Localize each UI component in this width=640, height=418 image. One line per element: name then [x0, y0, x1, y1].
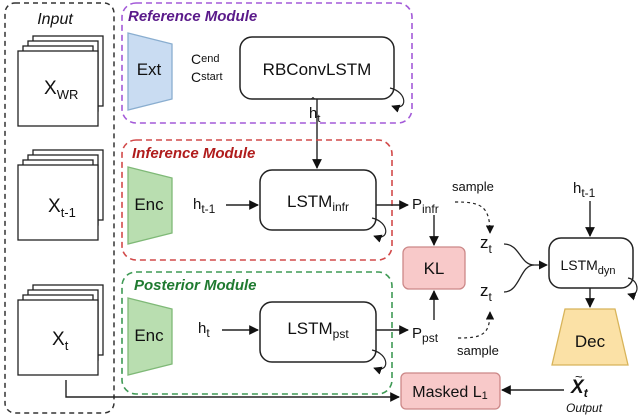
lstm-infr-block: [259, 169, 377, 231]
lstm-dyn-block: [548, 237, 634, 289]
ext-encoder-block: [127, 32, 173, 111]
sample-bottom-label: sample: [457, 343, 499, 358]
posterior-module-title: Posterior Module: [134, 277, 257, 294]
z-top-label: zt: [480, 233, 493, 256]
reference-module-group: [121, 2, 413, 124]
z-top-to-dyn-arrow: [503, 243, 548, 270]
inference-enc-block: [127, 166, 173, 245]
rbconvlstm-label: RBConvLSTM: [263, 60, 372, 79]
output-symbol: Xt: [570, 377, 589, 400]
z-bottom-label: zt: [480, 281, 493, 304]
z-bottom-to-dyn-line: [503, 264, 535, 293]
lstm-dyn-label: LSTMdyn: [560, 257, 615, 277]
posterior-h-label: ht: [198, 320, 210, 340]
lstm-pst-recurrence-arrow: [371, 349, 387, 375]
masked-l1-label: Masked L1: [412, 384, 488, 402]
lstm-pst-block: [259, 301, 377, 363]
input-stack-t-1: Xt-1: [17, 149, 104, 241]
sample-top-arrow: [454, 201, 495, 234]
h-tilde-label: ht: [309, 105, 320, 125]
sample-top-label: sample: [452, 179, 494, 194]
lstm-dyn-recurrence-arrow: [627, 277, 638, 301]
ext-label: Ext: [137, 60, 162, 79]
dec-block: [551, 308, 629, 366]
inference-module-group: [121, 139, 393, 261]
sample-bottom-arrow: [457, 311, 495, 339]
input-title: Input: [37, 11, 73, 28]
lstm-pst-label: LSTMpst: [287, 319, 349, 341]
inference-module-title: Inference Module: [132, 145, 255, 162]
posterior-enc-label: Enc: [134, 326, 164, 345]
input-stack-t: Xt: [17, 284, 104, 376]
input-stack-wr: XWR: [17, 35, 104, 127]
rbconvlstm-recurrence-arrow: [389, 87, 405, 113]
lstm-infr-label: LSTMinfr: [287, 192, 349, 214]
input-group: [4, 2, 115, 414]
output-caption: Output: [566, 401, 603, 415]
c-start-label: Cstart: [191, 69, 223, 85]
dec-label: Dec: [575, 332, 606, 351]
input-label-wr: XWR: [44, 78, 78, 102]
input-label-t-1: Xt-1: [48, 196, 76, 220]
h-tilde-accent: ˆ: [311, 95, 315, 109]
input-to-loss-arrow: [65, 380, 400, 402]
reference-module-title: Reference Module: [128, 8, 257, 25]
masked-l1-block: [400, 372, 501, 410]
posterior-enc-block: [127, 297, 173, 376]
inference-enc-label: Enc: [134, 195, 164, 214]
kl-label: KL: [424, 259, 445, 278]
dyn-h-label: ht-1: [573, 180, 596, 200]
posterior-module-group: [121, 271, 393, 395]
p-infr-label: Pinfr: [412, 196, 439, 216]
c-end-label: Cend: [191, 51, 219, 67]
input-label-t: Xt: [52, 329, 69, 353]
kl-block: [402, 246, 466, 290]
inference-h-label: ht-1: [193, 196, 216, 216]
p-pst-label: Ppst: [412, 325, 439, 345]
lstm-infr-recurrence-arrow: [371, 217, 387, 243]
output-tilde-accent: ~: [575, 369, 583, 384]
